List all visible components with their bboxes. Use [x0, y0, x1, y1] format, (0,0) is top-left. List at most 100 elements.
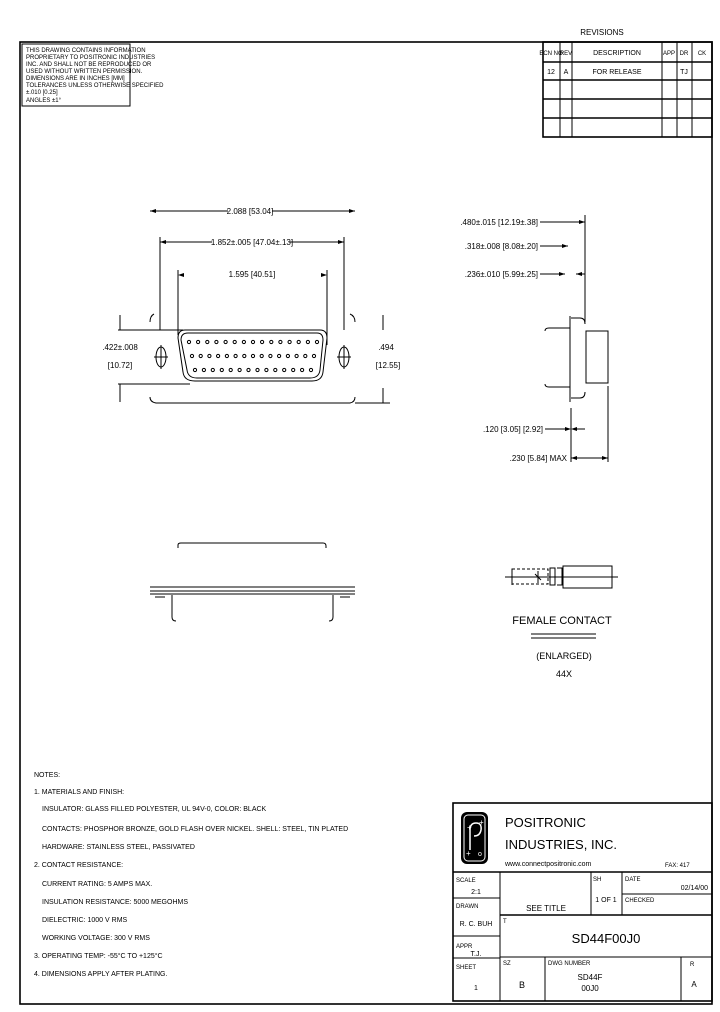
date-label: DATE — [625, 877, 641, 883]
note-line: WORKING VOLTAGE: 300 V RMS — [42, 935, 150, 942]
contact-pin — [291, 367, 296, 373]
side-view: .480±.015 [12.19±.38] .318±.008 [8.08±.2… — [460, 215, 609, 463]
sheet-label-bottom: SHEET — [456, 965, 476, 971]
rev-value: A — [691, 980, 697, 989]
contact-subtitle: (ENLARGED) — [536, 651, 592, 661]
contact-pin — [278, 339, 283, 345]
rev-cell: 12 — [547, 69, 555, 76]
sheet-value-bottom: 1 — [474, 985, 478, 992]
notes: NOTES: 1. MATERIALS AND FINISH: INSULATO… — [34, 772, 348, 978]
fax-label: FAX: 417 — [665, 863, 690, 869]
note-line: 4. DIMENSIONS APPLY AFTER PLATING. — [34, 971, 167, 978]
note-line: 2. CONTACT RESISTANCE: — [34, 862, 123, 869]
contact-pin — [305, 339, 310, 345]
notes-heading: NOTES: — [34, 772, 60, 779]
note-line: INC. AND SHALL NOT BE REPRODUCED OR — [26, 62, 152, 68]
note-line: PROPRIETARY TO POSITRONIC INDUSTRIES — [26, 55, 155, 61]
mounting-hole-left — [154, 345, 168, 369]
dwg-number-value: SD44F — [578, 973, 603, 982]
contact-pin — [282, 367, 287, 373]
contact-pin — [311, 353, 317, 359]
contact-pin — [246, 367, 251, 373]
dwg-number-value-2: 00J0 — [581, 984, 599, 993]
contact-pin — [296, 339, 301, 345]
contact-pin — [300, 367, 305, 373]
contact-pin — [241, 339, 246, 345]
checked-by-label: CHECKED — [625, 898, 655, 904]
contact-pin — [214, 339, 219, 345]
contact-pin — [201, 367, 206, 373]
sheet-value: 1 OF 1 — [595, 897, 617, 904]
contact-pin — [259, 353, 264, 359]
contact-pin — [277, 353, 282, 359]
mounting-hole-right — [337, 345, 351, 369]
connector-shell — [177, 329, 328, 382]
size-value: B — [519, 980, 525, 990]
contact-pin — [303, 353, 308, 359]
date-value: 02/14/00 — [681, 885, 708, 892]
note-line: ANGLES ±1° — [26, 98, 62, 104]
contact-pin — [255, 367, 260, 373]
dim-right-height-mm: [12.55] — [376, 361, 400, 370]
rev-header: ECN NO — [539, 51, 563, 57]
contact-pin — [224, 353, 229, 359]
note-line: TOLERANCES UNLESS OTHERWISE SPECIFIED — [26, 83, 164, 89]
contact-pin — [223, 339, 228, 345]
rev-cell: FOR RELEASE — [592, 69, 641, 76]
contact-pin — [205, 339, 210, 345]
contact-pin — [198, 353, 203, 359]
contact-pin — [232, 339, 237, 345]
side-dim-2: .318±.008 [8.08±.20] — [465, 242, 538, 251]
contact-pin — [250, 353, 256, 359]
sheet-label: SH — [593, 877, 601, 883]
contact-pin — [192, 367, 198, 373]
svg-text:+: + — [479, 818, 484, 827]
contact-pin — [250, 339, 256, 345]
contact-pin — [273, 367, 278, 373]
rev-header: DESCRIPTION — [593, 50, 641, 57]
revisions-title: REVISIONS — [580, 28, 624, 37]
contact-pins — [186, 339, 320, 373]
svg-text:+: + — [466, 849, 471, 858]
title-label: T — [503, 919, 507, 925]
contact-pin — [210, 367, 215, 373]
contact-title: FEMALE CONTACT — [512, 615, 612, 627]
rev-header: CK — [698, 51, 706, 57]
drawn-value: R. C. BUH — [460, 921, 493, 928]
contact-quantity: 44X — [556, 669, 572, 679]
side-dim-3: .236±.010 [5.99±.25] — [465, 270, 538, 279]
dim-right-height: .494 — [378, 343, 394, 352]
part-title: SD44F00J0 — [572, 931, 641, 946]
note-line: DIMENSIONS ARE IN INCHES [MM] — [26, 76, 125, 82]
rev-cell: A — [564, 69, 569, 76]
note-line: HARDWARE: STAINLESS STEEL, PASSIVATED — [42, 844, 195, 851]
front-view: 2.088 [53.04] 1.852±.005 [47.04±.13] 1.5… — [102, 207, 400, 404]
note-line: CONTACTS: PHOSPHOR BRONZE, GOLD FLASH OV… — [42, 826, 348, 833]
note-line: ±.010 [0.25] — [26, 90, 58, 96]
revisions-table: REVISIONS ECN NO REV DESCRIPTION APP DR … — [539, 28, 713, 138]
contact-pin — [308, 367, 314, 373]
approved-value: T.J. — [471, 951, 482, 958]
svg-text:+: + — [467, 823, 472, 832]
side-dim-1: .480±.015 [12.19±.38] — [460, 218, 538, 227]
contact-pin — [207, 353, 212, 359]
contact-pin — [294, 353, 299, 359]
contact-pin — [260, 339, 265, 345]
contact-pin — [237, 367, 242, 373]
proprietary-note: THIS DRAWING CONTAINS INFORMATION PROPRI… — [21, 43, 164, 107]
contact-pin — [196, 339, 201, 345]
note-line: 3. OPERATING TEMP: -55°C TO +125°C — [34, 952, 163, 960]
contact-pin — [189, 353, 195, 359]
title-ref: SEE TITLE — [526, 904, 566, 913]
approved-label: APPR — [456, 944, 473, 950]
note-line: USED WITHOUT WRITTEN PERMISSION. — [26, 69, 143, 75]
svg-text:o: o — [478, 851, 482, 858]
company-website: www.connectpositronic.com — [504, 861, 592, 868]
rev-header: APP — [663, 51, 675, 57]
contact-pin — [216, 353, 221, 359]
female-contact-detail: FEMALE CONTACT (ENLARGED) 44X — [505, 565, 618, 679]
company-logo: + + + o — [461, 812, 488, 864]
scale-label: SCALE — [456, 878, 476, 884]
rev-label: R — [690, 962, 695, 968]
note-line: INSULATION RESISTANCE: 5000 MEGOHMS — [42, 899, 188, 906]
